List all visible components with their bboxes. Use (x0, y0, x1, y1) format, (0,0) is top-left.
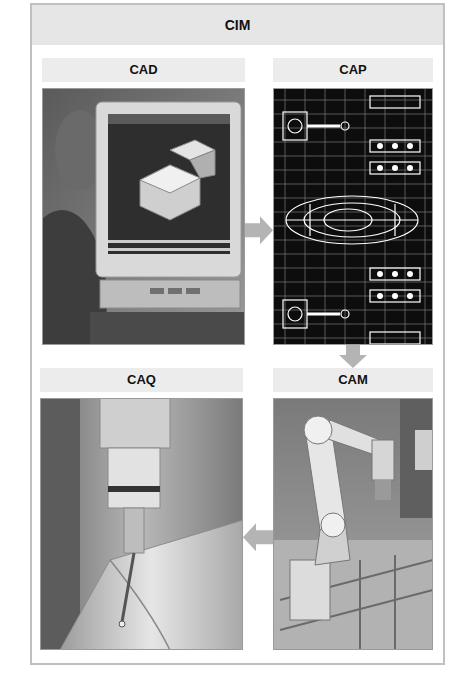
process-panel: CAQ (40, 368, 243, 650)
process-panel: CAD (42, 58, 245, 345)
header-band: CAM (273, 368, 433, 392)
header-band: CIM (32, 5, 443, 45)
block-arrow (339, 345, 367, 368)
header-band: CAD (42, 58, 245, 82)
cam-photo (273, 398, 433, 650)
process-panel: CAM (273, 368, 433, 650)
panel-heading: CAP (339, 63, 366, 78)
cap-photo (273, 88, 433, 345)
block-arrow (245, 216, 273, 244)
panel-heading: CIM (225, 17, 251, 33)
caq-photo (40, 398, 243, 650)
block-arrow (243, 523, 273, 551)
panel-heading: CAM (338, 373, 368, 388)
header-band: CAQ (40, 368, 243, 392)
header-band: CAP (273, 58, 433, 82)
panel-heading: CAQ (127, 373, 156, 388)
cim-frame: CIM CAD CAP CAQ CAM (30, 3, 445, 665)
panel-heading: CAD (129, 63, 157, 78)
process-panel: CAP (273, 58, 433, 345)
cad-photo (42, 88, 245, 345)
